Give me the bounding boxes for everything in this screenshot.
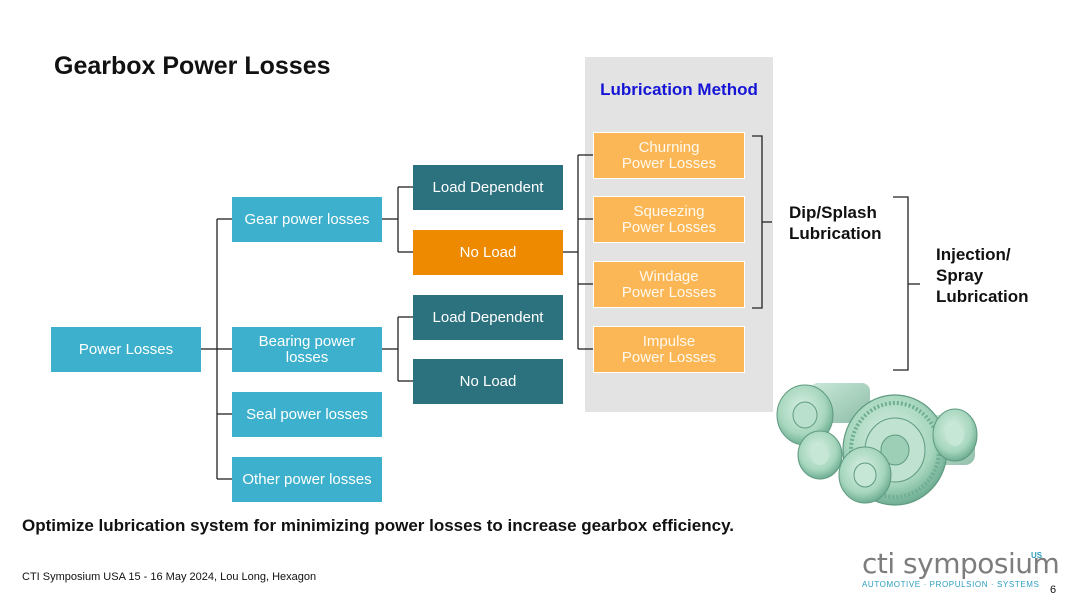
injection-line2: Spray: [936, 266, 984, 285]
impulse-losses-node: Impulse Power Losses: [593, 326, 745, 373]
other-power-losses-label: Other power losses: [242, 470, 372, 488]
impulse-line2: Power Losses: [621, 348, 717, 366]
logo-tagline: AUTOMOTIVE · PROPULSION · SYSTEMS: [862, 580, 1040, 589]
bearing-no-load-node: No Load: [413, 359, 563, 404]
gear-no-load-node: No Load: [413, 230, 563, 275]
logo-superscript: US: [1031, 551, 1043, 560]
page-number: 6: [1050, 584, 1057, 596]
slide-title: Gearbox Power Losses: [54, 52, 331, 80]
bottom-statement: Optimize lubrication system for minimizi…: [22, 516, 734, 535]
bearing-load-dependent-label: Load Dependent: [432, 308, 544, 326]
bearing-power-losses-node: Bearing power losses: [232, 327, 382, 372]
bearing-load-dependent-node: Load Dependent: [413, 295, 563, 340]
seal-power-losses-label: Seal power losses: [246, 405, 368, 423]
windage-line2: Power Losses: [621, 283, 717, 301]
churning-line1: Churning: [638, 138, 700, 156]
squeezing-losses-node: Squeezing Power Losses: [593, 196, 745, 243]
injection-spray-label: Injection/ Spray Lubrication: [936, 244, 1029, 307]
dip-splash-line1: Dip/Splash: [789, 203, 877, 222]
squeezing-line1: Squeezing: [633, 202, 705, 220]
gear-load-dependent-label: Load Dependent: [432, 178, 544, 196]
dip-splash-line2: Lubrication: [789, 224, 882, 243]
windage-line1: Windage: [639, 267, 699, 285]
gear-power-losses-label: Gear power losses: [244, 210, 370, 228]
churning-line2: Power Losses: [621, 154, 717, 172]
gear-load-dependent-node: Load Dependent: [413, 165, 563, 210]
bearing-power-losses-label: Bearing power losses: [258, 332, 356, 366]
seal-power-losses-node: Seal power losses: [232, 392, 382, 437]
impulse-line1: Impulse: [642, 332, 696, 350]
power-losses-node: Power Losses: [51, 327, 201, 372]
cti-symposium-logo: cti symposium: [862, 547, 1060, 580]
other-power-losses-node: Other power losses: [232, 457, 382, 502]
injection-line3: Lubrication: [936, 287, 1029, 306]
footer-citation: CTI Symposium USA 15 - 16 May 2024, Lou …: [22, 571, 317, 583]
windage-losses-node: Windage Power Losses: [593, 261, 745, 308]
gearbox-illustration: [776, 383, 978, 506]
injection-line1: Injection/: [936, 245, 1011, 264]
gear-no-load-label: No Load: [459, 243, 517, 261]
bearing-no-load-label: No Load: [459, 372, 517, 390]
lubrication-method-title: Lubrication Method: [600, 80, 758, 99]
dip-splash-label: Dip/Splash Lubrication: [789, 202, 882, 244]
gear-power-losses-node: Gear power losses: [232, 197, 382, 242]
power-losses-label: Power Losses: [78, 340, 174, 358]
churning-losses-node: Churning Power Losses: [593, 132, 745, 179]
squeezing-line2: Power Losses: [621, 218, 717, 236]
